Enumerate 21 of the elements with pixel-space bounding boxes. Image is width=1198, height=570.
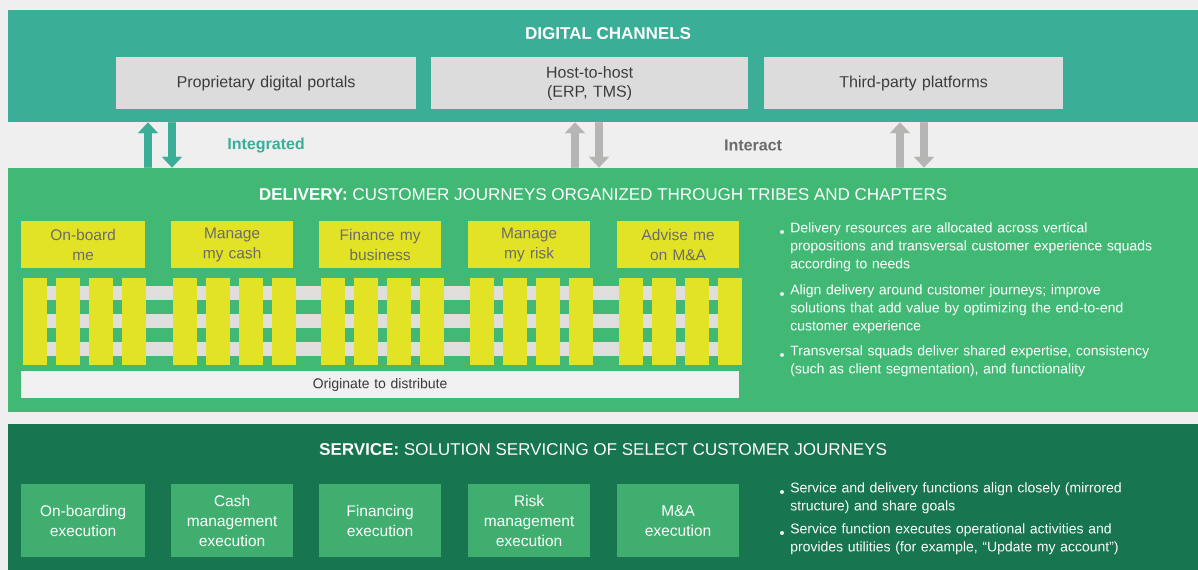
platform-bar: Originate to distribute bbox=[21, 371, 739, 398]
journey-box: On-board me bbox=[21, 221, 145, 268]
channel-note: Integrated bbox=[228, 137, 304, 153]
channel-box: Third-party platforms bbox=[764, 57, 1063, 109]
channel-box: Host-to-host (ERP, TMS) bbox=[431, 57, 748, 109]
execution-box: Cash management execution bbox=[171, 484, 293, 557]
channel-box: Proprietary digital portals bbox=[116, 57, 416, 109]
execution-box: M&A execution bbox=[617, 484, 739, 557]
execution-box: Risk management execution bbox=[468, 484, 590, 557]
journey-box: Advise me on M&A bbox=[617, 221, 739, 268]
channel-note: Interact bbox=[725, 139, 782, 151]
journey-box: Finance my business bbox=[319, 221, 441, 268]
bullet-text: Service and delivery functions align closely (mirrored structure) and share goals bbox=[780, 482, 1121, 514]
bullet-text: Transversal squads deliver shared expertise, consistency (such as client segmentation), and functionality bbox=[780, 345, 1150, 377]
bullet-text: Align delivery around customer journeys; improve solutions that add value by optimizing the end-to-end customer experience bbox=[780, 284, 1123, 334]
execution-box: Financing execution bbox=[319, 484, 441, 557]
journey-box: Manage my cash bbox=[171, 221, 293, 268]
bullet-text: Service function executes operational activities and provides utilities (for example, “Update my account”) bbox=[780, 523, 1118, 555]
bullet-text: Delivery resources are allocated across vertical propositions and transversal customer experience squads according to needs bbox=[780, 222, 1152, 272]
execution-box: On-boarding execution bbox=[21, 484, 145, 557]
journey-box: Manage my risk bbox=[468, 221, 590, 268]
